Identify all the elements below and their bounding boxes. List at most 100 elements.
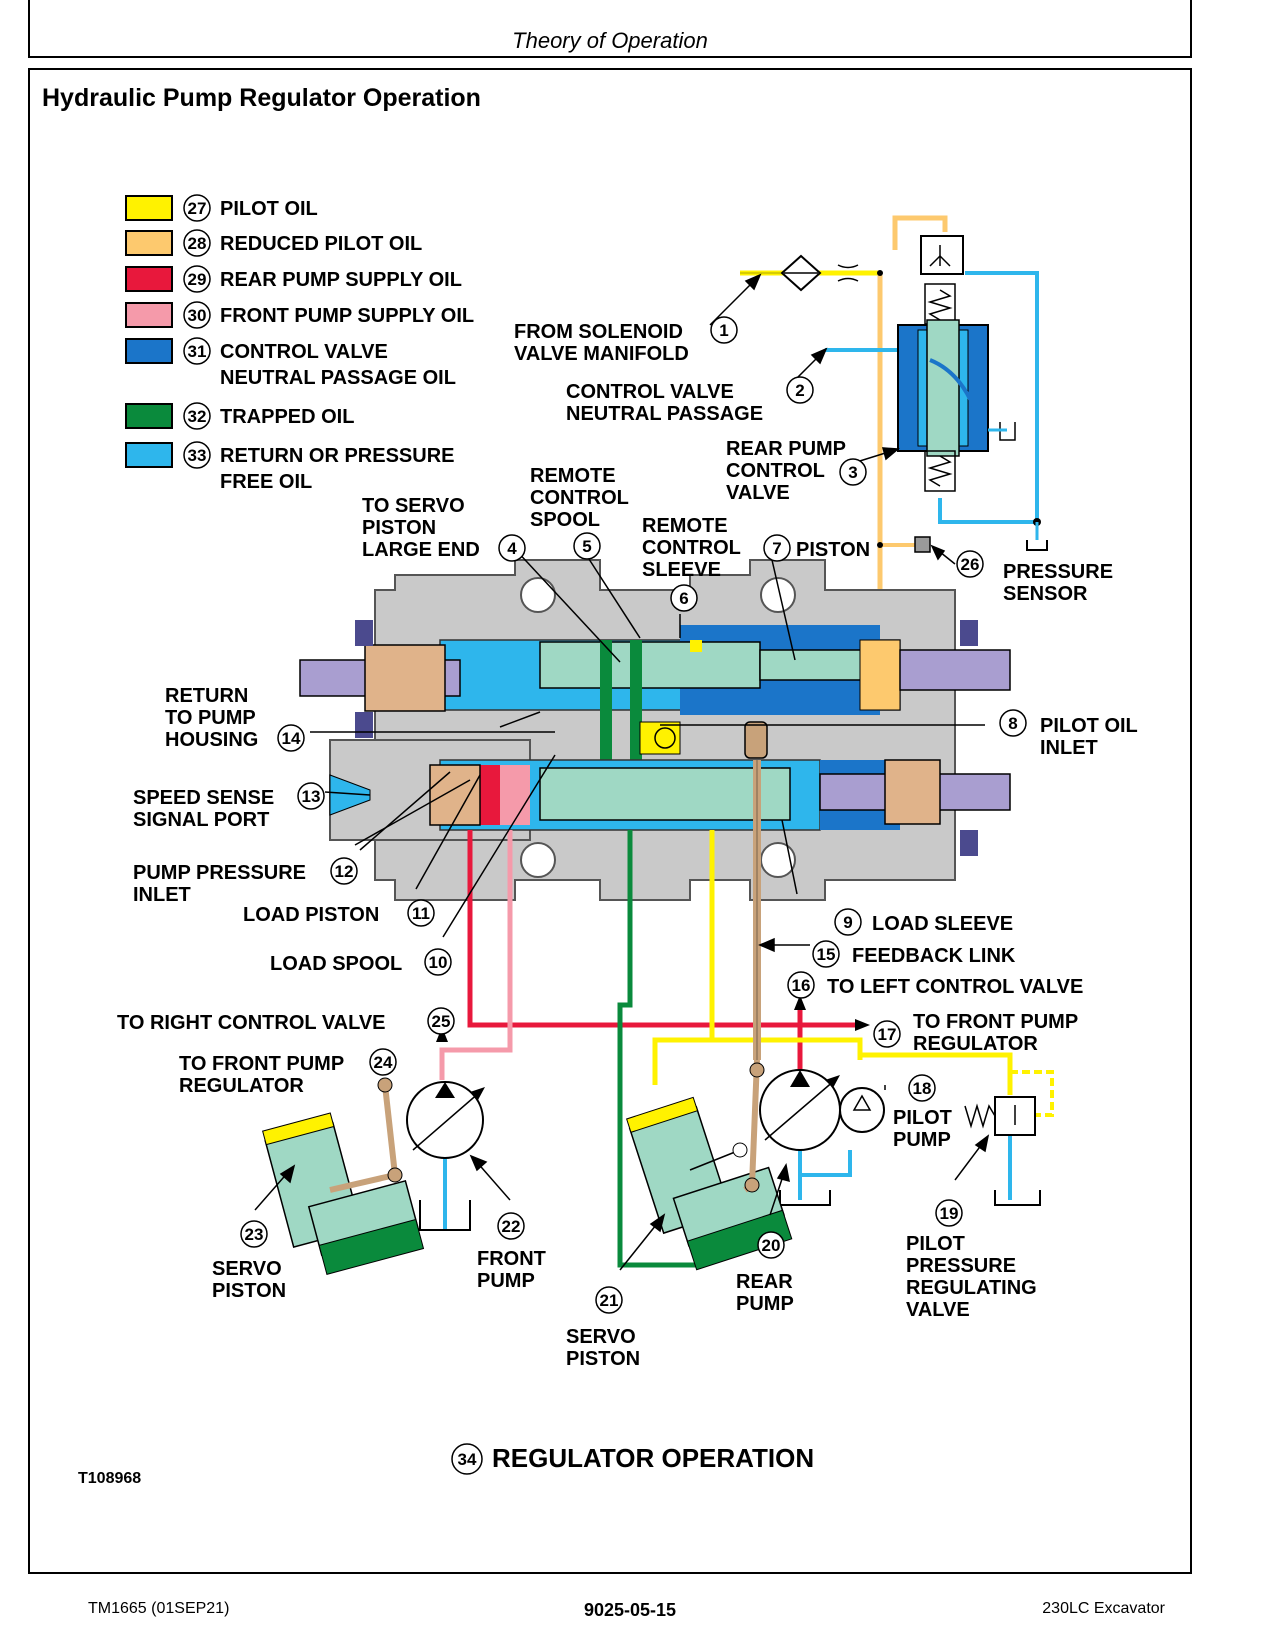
- callout-label: LARGE END: [362, 539, 480, 561]
- footer-model: 230LC Excavator: [1042, 1600, 1165, 1617]
- callout-label: PILOT: [893, 1107, 952, 1129]
- callout-number: 10: [429, 953, 448, 972]
- callout-label: INLET: [1040, 737, 1098, 759]
- legend-num: 29: [188, 270, 207, 289]
- callout-label: LOAD SLEEVE: [872, 913, 1013, 935]
- callout-label: PILOT: [906, 1233, 965, 1255]
- callout-number: 15: [817, 945, 836, 964]
- callout-label: SENSOR: [1003, 583, 1088, 605]
- callout-label: SPOOL: [530, 509, 600, 531]
- callout-label: SERVO: [212, 1258, 282, 1280]
- callout-number: 17: [878, 1025, 897, 1044]
- callout-number: 6: [679, 589, 688, 608]
- callout-label: PILOT OIL: [1040, 715, 1138, 737]
- callout-label: TO FRONT PUMP: [913, 1011, 1078, 1033]
- callout-label: PISTON: [212, 1280, 286, 1302]
- callout-label: REMOTE: [530, 465, 616, 487]
- callout-label: INLET: [133, 884, 191, 906]
- callout-label: FEEDBACK LINK: [852, 945, 1016, 967]
- callout-label: SPEED SENSE: [133, 787, 274, 809]
- callout-label: REAR: [736, 1271, 793, 1293]
- callout-number: 2: [795, 381, 804, 400]
- callout-label: PUMP: [893, 1129, 951, 1151]
- callout-label: TO LEFT CONTROL VALVE: [827, 976, 1083, 998]
- front-pump-assembly: [262, 1077, 485, 1275]
- lower-circuit: [419, 760, 1054, 1268]
- callout-label: NEUTRAL PASSAGE: [566, 403, 763, 425]
- legend-item-30: 30 FRONT PUMP SUPPLY OIL: [125, 301, 474, 329]
- legend-label: CONTROL VALVE: [220, 341, 388, 363]
- callout-number: 4: [507, 539, 517, 558]
- callout-label: SIGNAL PORT: [133, 809, 269, 831]
- callout-number: 21: [600, 1291, 619, 1310]
- callout-label: TO RIGHT CONTROL VALVE: [117, 1012, 386, 1034]
- callout-number: 1: [719, 321, 728, 340]
- callout-number: 5: [582, 537, 591, 556]
- caption-text: REGULATOR OPERATION: [492, 1443, 814, 1473]
- callout-label: CONTROL: [642, 537, 741, 559]
- legend: 27 PILOT OIL 28 REDUCED PILOT OIL 29 REA…: [125, 194, 474, 493]
- callout-markers: 1 2 3 4 5 6 7 8 9 10 11 12 13 14 15 16 1…: [240, 316, 1027, 1314]
- caption-number: 34: [458, 1450, 477, 1469]
- legend-label: REDUCED PILOT OIL: [220, 233, 422, 255]
- callout-number: 14: [282, 729, 301, 748]
- tank-icon: [1026, 540, 1048, 551]
- callout-label: REGULATOR: [179, 1075, 304, 1097]
- callout-label: SERVO: [566, 1326, 636, 1348]
- legend-num: 30: [188, 306, 207, 325]
- callout-number: 22: [502, 1217, 521, 1236]
- header-frame: Theory of Operation: [28, 0, 1192, 58]
- callout-label: VALVE: [726, 482, 790, 504]
- orifice-icon: [837, 264, 859, 282]
- callout-label: RETURN: [165, 685, 248, 707]
- callout-number: 23: [245, 1225, 264, 1244]
- callout-label: PUMP: [477, 1270, 535, 1292]
- callout-number: 18: [913, 1079, 932, 1098]
- callout-label: TO SERVO: [362, 495, 465, 517]
- pilot-valve-box: [920, 235, 964, 275]
- legend-item-31: 31 CONTROL VALVE NEUTRAL PASSAGE OIL: [125, 337, 456, 389]
- callout-number: 9: [843, 913, 852, 932]
- callout-number: 24: [374, 1053, 393, 1072]
- callout-label: PISTON: [566, 1348, 640, 1370]
- tank-icon: [779, 1190, 831, 1206]
- callout-label: PRESSURE: [906, 1255, 1016, 1277]
- legend-num: 33: [188, 446, 207, 465]
- callout-label: VALVE MANIFOLD: [514, 343, 689, 365]
- tank-icon: [419, 1200, 471, 1231]
- pressure-sensor-icon: [914, 536, 931, 553]
- callout-number: 13: [302, 787, 321, 806]
- section-header: Theory of Operation: [512, 28, 708, 53]
- legend-item-27: 27 PILOT OIL: [125, 194, 318, 222]
- callout-label: PUMP PRESSURE: [133, 862, 306, 884]
- callout-number: 19: [940, 1204, 959, 1223]
- callout-label: TO FRONT PUMP: [179, 1053, 344, 1075]
- legend-label: RETURN OR PRESSURE: [220, 445, 454, 467]
- callout-label: LOAD PISTON: [243, 904, 379, 926]
- tank-icon: [994, 1190, 1041, 1206]
- callouts: [254, 273, 990, 1271]
- legend-item-29: 29 REAR PUMP SUPPLY OIL: [125, 265, 462, 293]
- callout-number: 26: [961, 555, 980, 574]
- callout-label: FRONT: [477, 1248, 546, 1270]
- callout-label: REMOTE: [642, 515, 728, 537]
- footer-page-number: 9025-05-15: [583, 1600, 677, 1620]
- callout-label: TO PUMP: [165, 707, 256, 729]
- page-title: Hydraulic Pump Regulator Operation: [42, 84, 481, 112]
- legend-num: 31: [188, 342, 207, 361]
- legend-num: 27: [188, 199, 207, 218]
- legend-item-32: 32 TRAPPED OIL: [125, 402, 354, 430]
- legend-label-line2: NEUTRAL PASSAGE OIL: [220, 367, 456, 389]
- callout-label: CONTROL: [530, 487, 629, 509]
- callout-label: PRESSURE: [1003, 561, 1113, 583]
- legend-label-line2: FREE OIL: [220, 471, 312, 493]
- callout-label: LOAD SPOOL: [270, 953, 402, 975]
- callout-label: CONTROL VALVE: [566, 381, 734, 403]
- figure-id: T108968: [78, 1470, 142, 1487]
- legend-item-33: 33 RETURN OR PRESSURE FREE OIL: [125, 441, 454, 493]
- callout-label: REGULATOR: [913, 1033, 1038, 1055]
- legend-item-28: 28 REDUCED PILOT OIL: [125, 229, 422, 257]
- content-frame: [28, 68, 1192, 1574]
- legend-label: FRONT PUMP SUPPLY OIL: [220, 305, 474, 327]
